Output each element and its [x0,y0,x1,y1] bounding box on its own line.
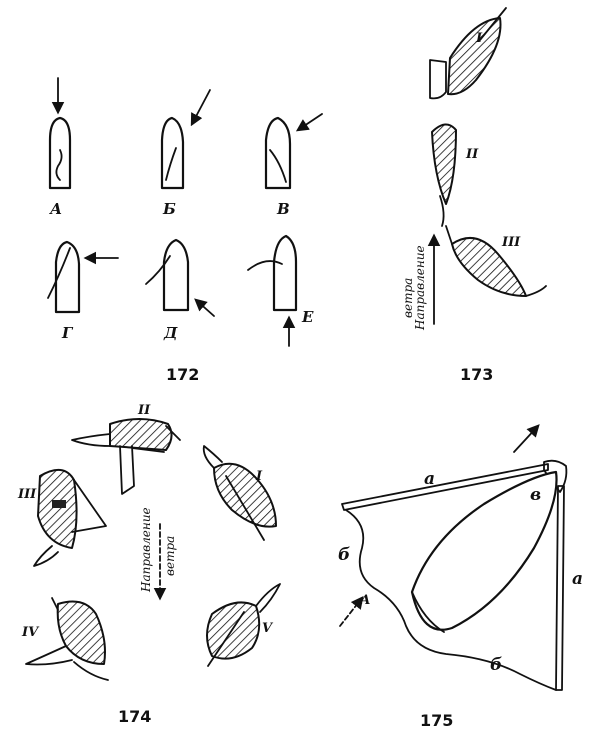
boat-173-ii: II [431,123,479,227]
wind-arrow-b [190,89,211,127]
wind-arrow-d [194,298,215,317]
roman-173-ii: II [465,147,479,162]
sail-a [55,149,63,181]
bow-174-i [202,445,223,469]
figure-173: I II III Направление ветра 173 [401,7,547,384]
wind-text-173-line2: ветра [401,278,415,318]
wind-text-173-line1: Направление [413,245,427,331]
label-a: А [49,200,62,218]
hull-v [264,116,292,190]
roman-174-ii: II [137,403,151,418]
label-b: Б [162,200,176,218]
sail-d [145,255,171,285]
sail-edge [345,509,557,691]
hull-a [48,116,72,190]
figure-174: II I III IV V [17,403,281,726]
roman-174-iii: III [17,487,37,502]
hull-173-i [429,59,447,100]
label-b-left: б [338,545,350,565]
motion-arrow [513,424,540,453]
crew-174-iii [52,500,66,508]
figure-175: а а б б в А 175 [338,424,583,730]
label-a-top: а [424,469,435,489]
figure-174-number: 174 [118,707,151,726]
wind-text-174-line1: Направление [139,507,153,593]
sail-174-i [213,462,277,528]
roman-173-iii: III [501,235,521,250]
sail-174-iii [37,469,78,549]
roman-174-v: V [262,621,274,636]
sail-g [47,247,71,299]
roman-174-i: I [255,469,263,484]
hull-g [54,240,81,314]
mast-174-ii [165,425,181,441]
wind-arrow-175 [339,596,364,627]
boat-174-ii: II [71,403,181,495]
boat-173-iii: III [445,225,547,297]
boat-174-iv: IV [21,597,109,681]
spar-top [341,463,549,511]
jib-174-iii [71,479,107,533]
label-e: Е [301,308,314,326]
hull-d [162,238,190,312]
boat-173-i: I [429,7,507,100]
boat-174-i: I [202,445,277,541]
mast-174-v [207,611,245,667]
bow-174-v [255,583,281,613]
roman-174-iv: IV [21,625,40,640]
roman-173-i: I [475,31,483,46]
boat-174-v: V [206,583,281,667]
mast-174-i [225,475,265,541]
label-v: В [276,200,290,218]
label-v-corner: в [530,485,541,505]
sail-v [269,149,287,183]
sail-173-i [447,17,502,96]
boat-b: Б [160,89,211,218]
sail-b [165,147,177,181]
boat-d: Д [145,238,215,342]
sail-e [247,260,283,271]
label-d: Д [163,324,178,342]
boat-v: В [264,113,323,218]
hull-173-ii [439,195,445,227]
boat-g: Г [47,240,119,342]
spar-right [555,485,565,691]
boat-e: Е [247,234,314,347]
figure-172: А Б В Г Д [47,77,323,384]
bow-174-ii [71,433,111,447]
label-g: Г [61,324,74,342]
sail-174-v [206,601,261,660]
hull-transom [411,591,445,633]
wind-text-174-line2: ветра [163,536,177,576]
bow-174-iv [25,645,73,666]
figure-175-number: 175 [420,711,453,730]
wind-arrow-v [295,113,323,132]
bow-174-iii [33,545,59,567]
hull-173-iii [445,225,547,297]
sail-174-iv [56,600,106,665]
label-arrow-a: А [359,593,371,608]
figure-173-number: 173 [460,365,493,384]
sail-174-ii [109,418,173,451]
hull-b [160,116,185,190]
stern-174-iv [73,661,109,681]
boat-a: А [48,77,72,218]
hull-174-ii [119,445,165,495]
label-a-right: а [572,569,583,589]
figure-172-number: 172 [166,365,199,384]
sail-173-ii [431,123,457,205]
mast-174-iv [51,597,59,611]
hull-e [272,234,298,312]
mast-173-i [479,7,507,41]
boat-174-iii: III [17,469,107,567]
label-b-bottom: б [490,655,502,675]
hull-175 [410,470,558,631]
